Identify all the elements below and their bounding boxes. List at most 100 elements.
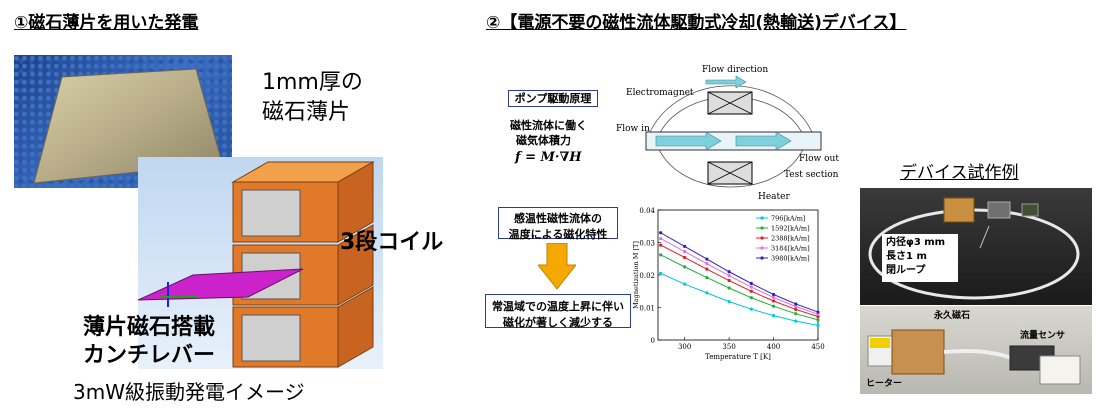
formula: f = M·∇H xyxy=(515,150,582,165)
device-photo-bottom: 永久磁石 流量センサ ヒーター xyxy=(860,306,1092,394)
temperature-property-box: 感温性磁性流体の 温度による磁化特性 xyxy=(498,207,618,241)
chart-plot-area xyxy=(657,209,819,341)
tube-loop-graphic xyxy=(868,197,1080,300)
y-tick-label: 0 xyxy=(651,337,655,345)
data-point xyxy=(794,302,798,306)
x-tick-label: 400 xyxy=(767,343,780,351)
x-axis-label: Temperature T [K] xyxy=(705,353,771,361)
legend-label: 3184[kA/m] xyxy=(771,245,810,253)
magnetization-chart: 0 0.01 0.02 0.03 0.04 300 350 400 450Temperature… xyxy=(632,207,825,361)
data-point xyxy=(816,312,820,316)
data-point xyxy=(705,291,709,295)
coil-label: 3段コイル xyxy=(340,230,444,255)
y-tick-label: 0.01 xyxy=(639,305,655,313)
data-point xyxy=(749,296,753,300)
data-point xyxy=(659,231,663,235)
data-point xyxy=(771,292,776,297)
data-point xyxy=(659,253,663,257)
series-line xyxy=(660,238,819,315)
flow-out-label: Flow out xyxy=(799,154,839,164)
data-point xyxy=(749,285,753,289)
legend-marker xyxy=(760,256,764,260)
data-point xyxy=(794,307,798,312)
flow-sensor-label: 流量センサ xyxy=(1020,331,1066,341)
data-point xyxy=(727,300,731,304)
cantilever-label-line2: カンチレバー xyxy=(83,343,216,368)
loop-spec-line3: 閉ループ xyxy=(886,265,926,276)
cantilever-graphic xyxy=(137,268,304,301)
heater-diagram-label: Heater xyxy=(758,192,790,202)
legend-marker xyxy=(760,236,764,240)
heater-label: ヒーター xyxy=(866,379,903,389)
x-tick-label: 450 xyxy=(811,343,824,351)
y-axis-label: Magnetization M [T] xyxy=(632,241,640,309)
result-box: 常温域での温度上昇に伴い 磁化が著しく減少する xyxy=(485,294,631,329)
temperature-box-line2: 温度による磁化特性 xyxy=(508,228,608,241)
data-point xyxy=(727,278,731,283)
loop-spec-box: 内径φ3 mm 長さ1 m 閉ループ xyxy=(882,234,958,282)
data-point xyxy=(749,281,753,286)
thickness-label-line1: 1mm厚の xyxy=(262,70,363,95)
data-point xyxy=(683,255,687,260)
temperature-box-line1: 感温性磁性流体の xyxy=(514,212,602,225)
flow-direction-arrow xyxy=(705,75,747,89)
electromagnet-label: Electromagnet xyxy=(626,88,694,98)
y-tick-label: 0.02 xyxy=(639,272,655,280)
data-point xyxy=(659,237,663,241)
flow-arrow-out xyxy=(735,131,792,151)
data-point xyxy=(705,267,709,271)
flow-diagram-graphic xyxy=(645,75,822,188)
legend-marker xyxy=(760,216,764,220)
data-point xyxy=(816,318,820,322)
data-point xyxy=(683,265,687,269)
flow-direction-label: Flow direction xyxy=(702,65,769,75)
series-line xyxy=(660,232,819,313)
data-point xyxy=(705,257,709,261)
data-point xyxy=(794,319,798,323)
data-point xyxy=(727,286,731,290)
legend-label: 796[kA/m] xyxy=(771,215,805,223)
coil-image xyxy=(137,157,383,369)
device-closeup-graphic xyxy=(867,329,1081,385)
data-point xyxy=(749,289,753,293)
data-point xyxy=(771,295,776,300)
y-tick-label: 0.03 xyxy=(639,240,655,248)
data-point xyxy=(683,244,687,248)
data-point xyxy=(794,312,798,316)
force-label-line1: 磁性流体に働く xyxy=(510,119,587,132)
legend-marker xyxy=(760,226,764,230)
x-tick-label: 300 xyxy=(678,343,691,351)
data-point xyxy=(794,304,798,309)
cantilever-label-line1: 薄片磁石搭載 xyxy=(83,315,216,340)
result-box-line2: 磁化が著しく減少する xyxy=(503,316,613,329)
data-point xyxy=(705,276,709,280)
x-tick-label: 350 xyxy=(722,343,735,351)
data-point xyxy=(771,304,776,308)
test-section-label: Test section xyxy=(784,170,839,180)
legend-marker xyxy=(760,246,764,250)
data-point xyxy=(749,307,753,311)
pump-principle-box: ポンプ駆動原理 xyxy=(508,90,598,107)
down-arrow-icon xyxy=(538,243,576,290)
device-photo-top: 内径φ3 mm 長さ1 m 閉ループ xyxy=(860,188,1092,305)
data-point xyxy=(727,270,731,274)
data-point xyxy=(659,243,663,247)
legend-label: 2388[kA/m] xyxy=(771,235,810,243)
data-point xyxy=(727,274,731,278)
data-point xyxy=(816,310,820,314)
data-point xyxy=(659,271,663,275)
flow-diagram: Flow direction Electromagnet Flow in Flo… xyxy=(616,62,841,202)
y-tick-label: 0.04 xyxy=(639,207,655,215)
right-panel-title: ②【電源不要の磁性流体駆動式冷却(熱輸送)デバイス】 xyxy=(486,13,907,33)
data-point xyxy=(683,250,687,254)
left-caption: 3mW級振動発電イメージ xyxy=(73,380,305,404)
loop-spec-line2: 長さ1 m xyxy=(886,251,927,262)
data-point xyxy=(816,315,820,319)
legend-label: 3980[kA/m] xyxy=(771,255,810,263)
series-line xyxy=(660,254,819,321)
permanent-magnet-label: 永久磁石 xyxy=(934,311,971,321)
series-line xyxy=(660,272,819,326)
flow-in-label: Flow in xyxy=(616,124,650,134)
data-point xyxy=(683,282,687,286)
coil-block-top xyxy=(231,161,375,243)
